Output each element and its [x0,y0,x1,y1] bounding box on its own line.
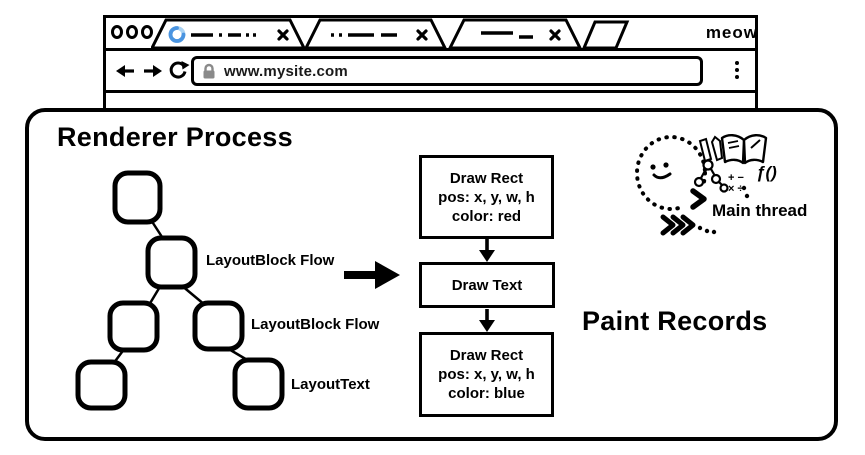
paint-line: pos: x, y, w, h [438,366,535,383]
triple-chevron-icon [660,214,696,236]
down-arrow-icon [479,239,495,262]
tree-label-layoutblock-1: LayoutBlock Flow [206,252,335,269]
paint-line: color: red [451,207,522,225]
reload-button[interactable] [168,60,190,82]
tab-close-icon[interactable] [549,29,561,41]
tree-node-child-left [107,300,160,353]
tree-node-root [112,170,163,225]
tree-node-layoutblock-1 [145,235,198,290]
window-button-1[interactable] [111,25,123,39]
paint-records-heading: Paint Records [582,306,768,336]
browser-logo: meow [705,23,758,42]
pencil-ruler-icon [698,135,724,163]
smiley-face-icon [650,162,672,180]
menu-kebab-icon[interactable] [735,61,739,79]
new-tab-button[interactable] [582,20,630,48]
tree-label-layoutblock-2: LayoutBlock Flow [251,316,380,333]
down-arrow-icon [479,309,495,332]
window-controls [111,25,153,39]
paint-record-box-1: Draw Rect pos: x, y, w, h color: red [419,155,554,239]
tab-close-icon[interactable] [416,29,428,41]
book-icon [720,134,768,165]
paint-line: Draw Rect [449,169,524,187]
main-thread-label: Main thread [712,201,808,220]
forward-button[interactable] [144,64,162,78]
math-symbols: + − [728,172,744,184]
url-field[interactable]: www.mysite.com [191,56,703,86]
tree-node-layoutblock-2 [192,300,245,352]
paint-record-box-2: Draw Text [419,262,555,308]
layout-tree [75,170,285,411]
window-button-2[interactable] [126,25,138,39]
url-text: www.mysite.com [224,62,348,80]
tab-close-icon[interactable] [277,29,289,41]
tree-node-layouttext [232,357,285,411]
paint-line: pos: x, y, w, h [438,188,535,206]
tree-label-layouttext: LayoutText [291,376,370,393]
paint-line: Draw Rect [449,347,524,364]
paint-line: Draw Text [451,276,523,294]
dot-trail [697,185,750,235]
address-bar: www.mysite.com [106,51,755,93]
lock-icon [203,63,215,78]
tree-node-leaf-left [75,359,128,411]
window-button-3[interactable] [141,25,153,39]
tab-strip: meow [106,18,758,51]
paint-record-box-3: Draw Rect pos: x, y, w, h color: blue [419,332,554,417]
chevron-arrow-icon [690,188,707,210]
main-thread-doodle-icon: + − × ÷ ƒ() [635,134,777,236]
renderer-process-panel: Renderer Process LayoutBlock Flow Layout… [25,108,838,441]
tab-1[interactable] [151,18,306,48]
tree-doodle-icon [693,159,729,193]
function-symbol: ƒ() [756,163,777,182]
spinner-icon [168,26,186,43]
panel-title: Renderer Process [57,122,293,152]
math-symbols: × ÷ [728,183,744,195]
tabs [151,18,630,48]
back-button[interactable] [116,64,134,78]
paint-line: color: blue [448,385,525,402]
flow-arrow-icon [344,261,400,289]
tab-3[interactable] [448,18,582,48]
tab-2[interactable] [304,18,447,48]
